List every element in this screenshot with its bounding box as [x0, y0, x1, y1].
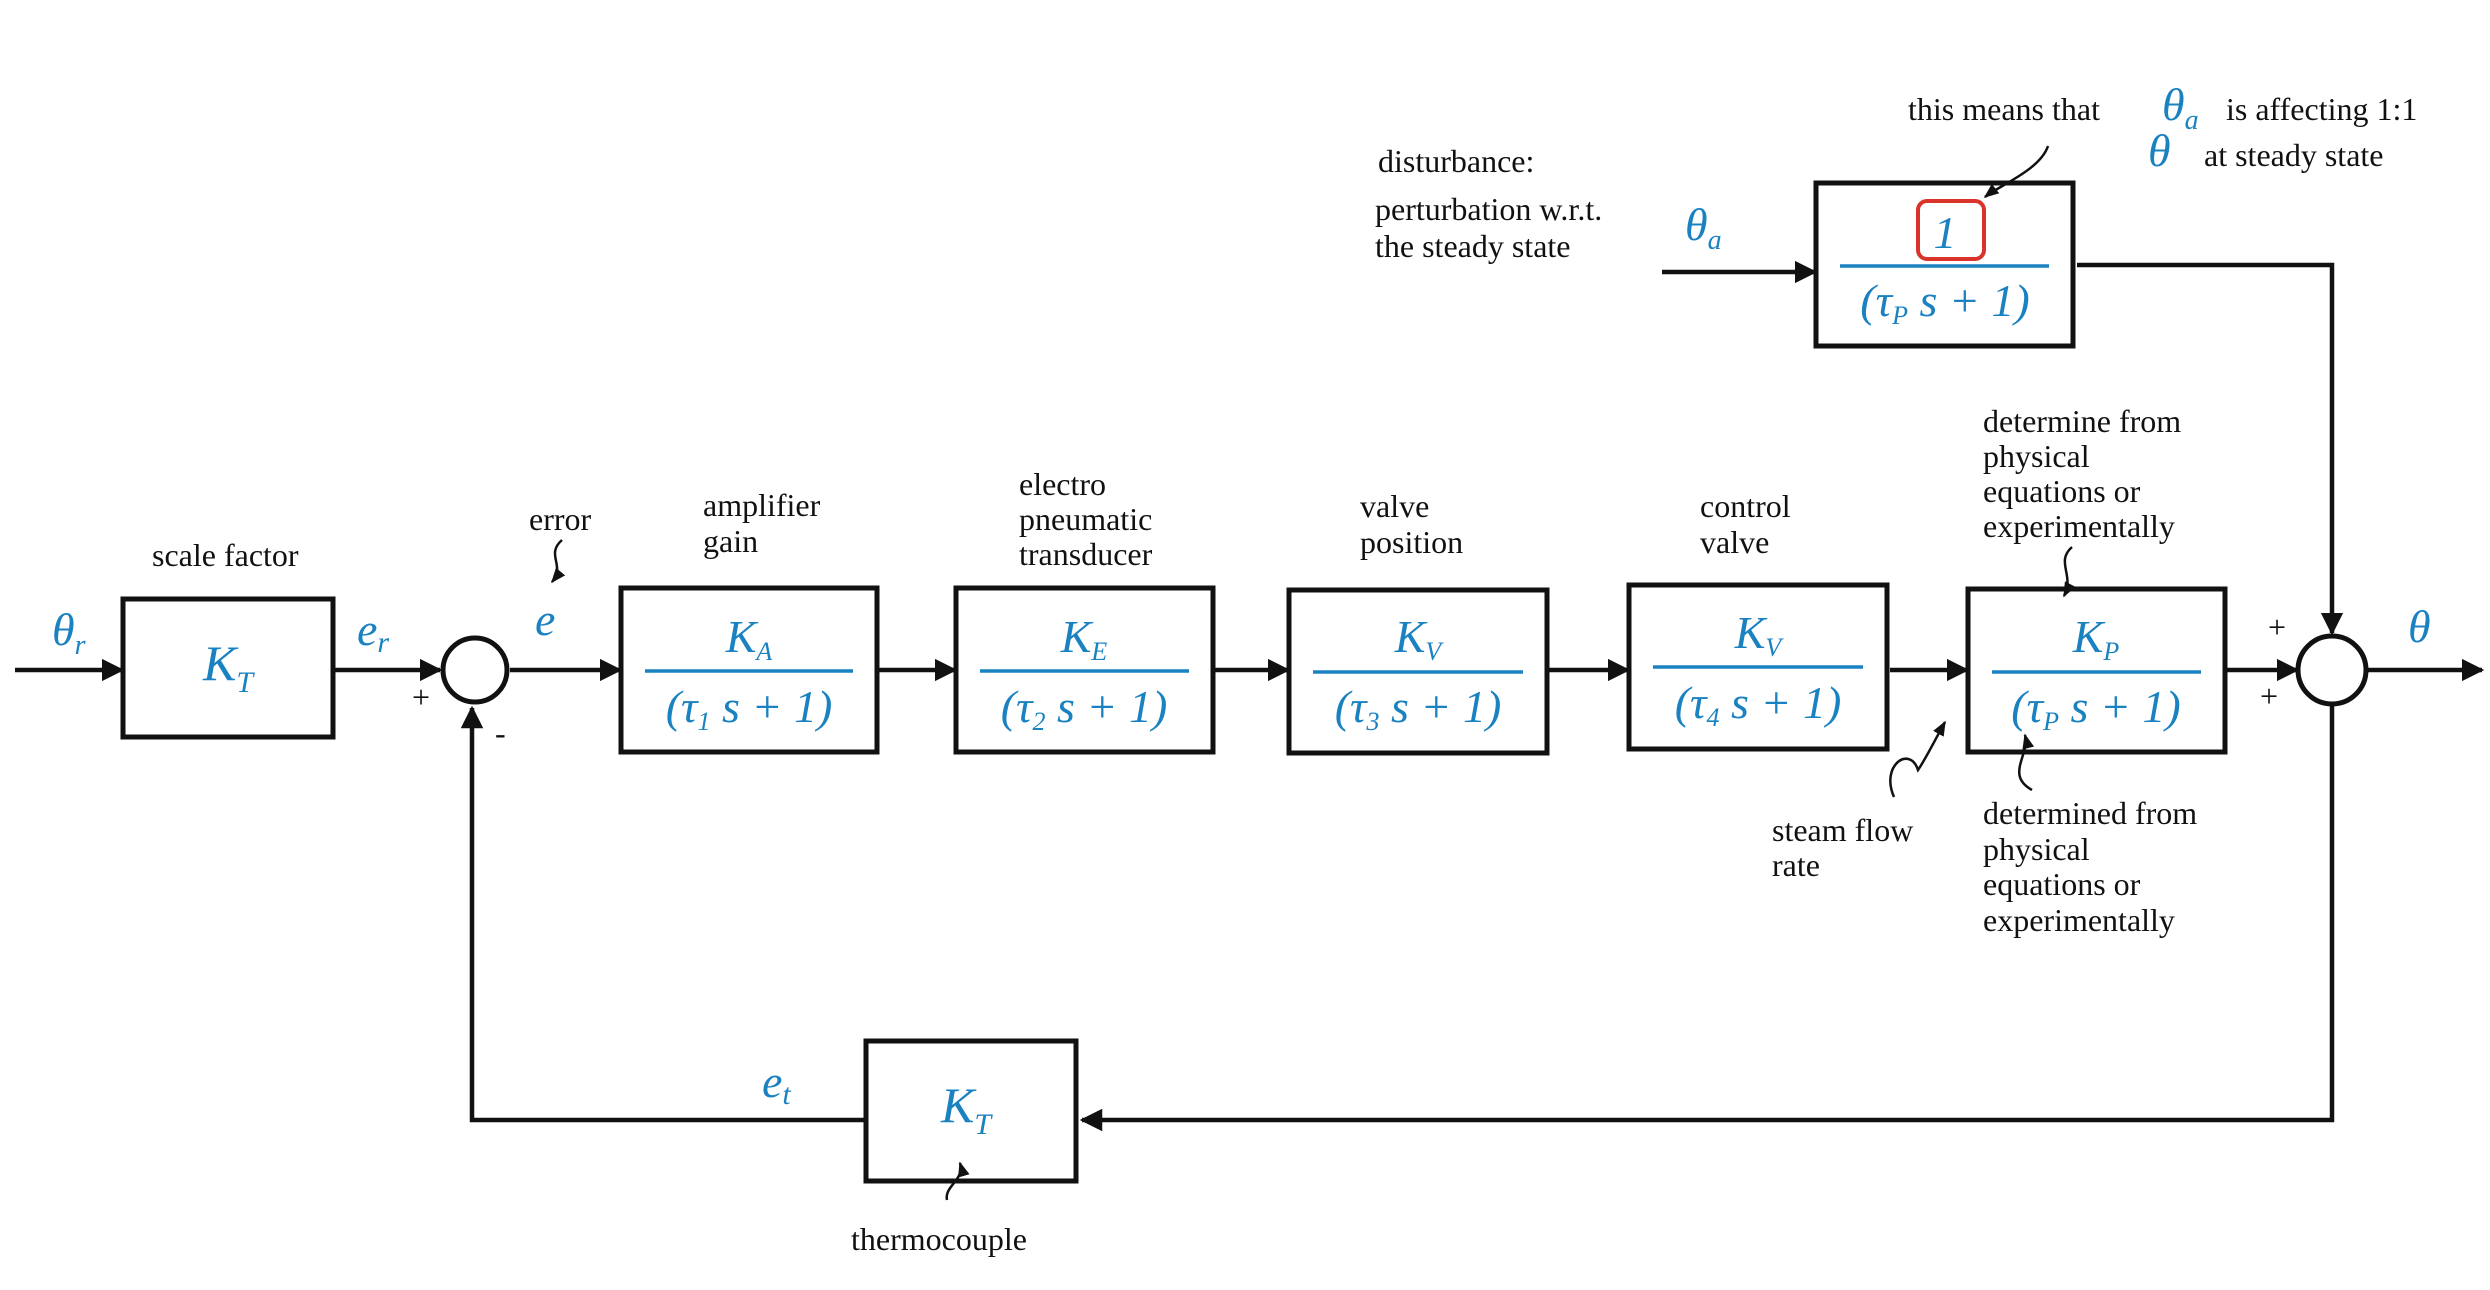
pointer-arrows	[550, 145, 2076, 1201]
wire-thermocouple-to-sum	[460, 705, 866, 1123]
label-control-valve-line1: control	[1700, 488, 1791, 524]
block-scale-factor-gain: KT	[202, 635, 255, 699]
wire-disturbance-to-sum	[2077, 262, 2344, 636]
sum2-plus-sign-bottom: +	[2260, 678, 2278, 714]
label-disturbance-line3: the steady state	[1375, 228, 1570, 264]
block-scale-factor-box	[120, 596, 336, 740]
signal-theta-a: θa	[1685, 199, 1722, 256]
label-thermocouple: thermocouple	[851, 1221, 1027, 1257]
block-process: KP (τP s + 1)	[1965, 586, 2228, 755]
block-disturbance: 1 (τP s + 1)	[1813, 180, 2076, 349]
summing-junction-error	[440, 635, 510, 705]
label-disturbance-line2: perturbation w.r.t.	[1375, 191, 1602, 227]
block-valve-position-numerator: KV	[1394, 611, 1445, 666]
label-determined-line4: experimentally	[1983, 902, 2175, 938]
block-amplifier: KA (τ1 s + 1)	[618, 585, 880, 755]
note-theta-a: θa	[2162, 79, 2199, 136]
block-transducer-numerator: KE	[1060, 611, 1108, 666]
label-steam-flow-line1: steam flow	[1772, 812, 1913, 848]
label-determine-line2: physical	[1983, 438, 2090, 474]
signal-wires	[15, 260, 2485, 1132]
signal-theta-r: θr	[52, 604, 86, 661]
label-scale-factor: scale factor	[152, 537, 299, 573]
label-steam-flow-line2: rate	[1772, 847, 1820, 883]
signal-e-t: et	[762, 1056, 791, 1111]
pointer-thermocouple	[945, 1161, 970, 1201]
block-control-valve-denominator: (τ4 s + 1)	[1675, 677, 1842, 732]
label-transducer-line2: pneumatic	[1019, 501, 1152, 537]
label-determine-line1: determine from	[1983, 403, 2181, 439]
pointer-steam-flow	[1889, 720, 1947, 798]
pointer-note	[1983, 145, 2050, 198]
wire-feedback-to-thermocouple	[1079, 705, 2335, 1132]
signal-e: e	[535, 594, 555, 645]
label-amplifier-line1: amplifier	[703, 487, 821, 523]
block-thermocouple-box	[863, 1038, 1079, 1184]
note-line1-prefix: this means that	[1908, 91, 2100, 127]
highlight-numerator-box	[1916, 199, 1986, 261]
block-thermocouple-gain: KT	[940, 1077, 993, 1141]
sum1-minus-sign: -	[495, 715, 506, 751]
pointer-determine	[2062, 546, 2076, 598]
block-amplifier-denominator: (τ1 s + 1)	[666, 681, 833, 736]
label-valve-position-line1: valve	[1360, 488, 1429, 524]
block-disturbance-denominator: (τP s + 1)	[1860, 275, 2029, 330]
signal-theta: θ	[2408, 601, 2431, 652]
block-valve-position-denominator: (τ3 s + 1)	[1335, 681, 1502, 736]
block-valve-position: KV (τ3 s + 1)	[1286, 587, 1550, 756]
label-disturbance-line1: disturbance:	[1378, 143, 1534, 179]
block-control-valve-numerator: KV	[1734, 607, 1785, 662]
sum1-plus-sign: +	[412, 679, 430, 715]
pointer-determined	[2018, 733, 2035, 792]
block-transducer-denominator: (τ2 s + 1)	[1001, 681, 1168, 736]
pointer-error	[550, 539, 566, 584]
block-transducer: KE (τ2 s + 1)	[953, 585, 1216, 755]
label-control-valve-line2: valve	[1700, 524, 1769, 560]
note-theta: θ	[2148, 125, 2171, 176]
note-line1-suffix: is affecting 1:1	[2226, 91, 2417, 127]
label-transducer-line1: electro	[1019, 466, 1106, 502]
block-control-valve: KV (τ4 s + 1)	[1626, 582, 1890, 752]
sum2-plus-sign-top: +	[2268, 609, 2286, 645]
label-determined-line2: physical	[1983, 831, 2090, 867]
block-disturbance-numerator: 1	[1934, 207, 1957, 258]
label-amplifier-line2: gain	[703, 523, 758, 559]
label-determine-line3: equations or	[1983, 473, 2141, 509]
label-determined-line3: equations or	[1983, 866, 2141, 902]
signal-e-r: er	[357, 604, 389, 659]
label-determined-line1: determined from	[1983, 795, 2197, 831]
label-transducer-line3: transducer	[1019, 536, 1153, 572]
summing-junction-output	[2295, 633, 2369, 707]
block-amplifier-numerator: KA	[725, 611, 773, 666]
label-error: error	[529, 501, 592, 537]
block-scale-factor: KT	[120, 596, 336, 740]
block-process-denominator: (τP s + 1)	[2011, 681, 2180, 736]
note-line2-suffix: at steady state	[2204, 137, 2383, 173]
block-process-numerator: KP	[2072, 611, 2120, 666]
label-determine-line4: experimentally	[1983, 508, 2175, 544]
label-valve-position-line2: position	[1360, 524, 1463, 560]
block-thermocouple: KT	[863, 1038, 1079, 1184]
